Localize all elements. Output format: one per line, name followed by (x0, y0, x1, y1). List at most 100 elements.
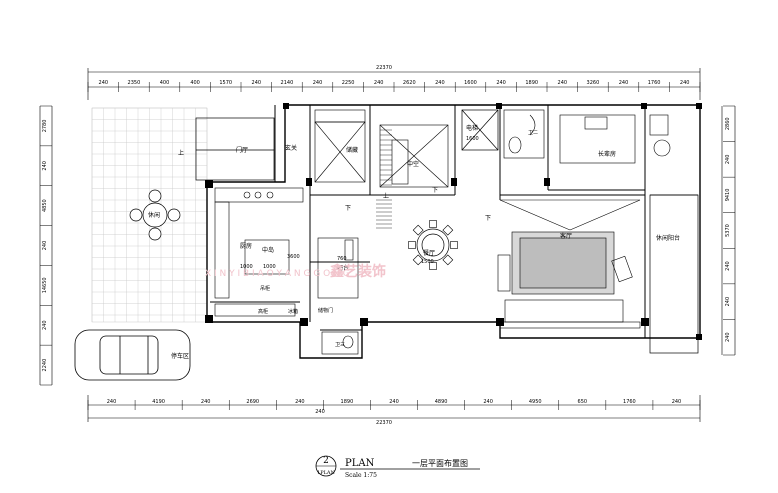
interior-walls (210, 105, 646, 338)
label-garage-door: 储物门 (318, 307, 333, 314)
title-plan: PLAN (345, 458, 375, 469)
title-ref: 1PLAN (317, 470, 335, 476)
top-segment-dim-label: 400 (190, 80, 200, 86)
top-segment-dim-label: 240 (435, 80, 445, 86)
label-kitchen-h: 1000 (263, 264, 276, 270)
parked-car (74, 329, 191, 381)
watermark-latin: X I N Y I B I A O Y A N G G O N G (205, 269, 350, 279)
top-segment-dim-label: 400 (160, 80, 170, 86)
balcony-outline (649, 194, 699, 354)
label-elevator: 电梯 (466, 124, 478, 132)
top-segment-dim-label: 1600 (464, 80, 477, 86)
right-segment-dim-label: 240 (725, 155, 731, 165)
top-segment-dim-label: 240 (558, 80, 568, 86)
top-segment-dim-label: 1760 (648, 80, 661, 86)
bottom-segment-dim-label: 650 (578, 399, 588, 405)
bar-counter (317, 237, 359, 299)
label-parking: 停车区 (171, 352, 189, 360)
right-segment-dim-label: 240 (725, 297, 731, 307)
dining-chair (429, 220, 437, 228)
stair-void (379, 124, 449, 188)
label-kitchen: 厨房 (240, 242, 252, 250)
dining-chair (429, 262, 437, 270)
label-up2: 上 (383, 192, 389, 200)
staircase-treads (376, 129, 392, 229)
right-dimension-chain (721, 106, 736, 355)
bottom-segment-dim-label: 240 (201, 399, 211, 405)
top-segment-dim-label: 240 (252, 80, 262, 86)
left-segment-dim-label: 2240 (42, 359, 48, 372)
top-segment-dim-label: 2250 (342, 80, 355, 86)
top-total-dim: 22370 (376, 65, 392, 71)
dining-chair (442, 254, 454, 266)
label-elevator-size: 1600 (466, 136, 479, 142)
label-cab3: 吊柜 (260, 285, 270, 292)
kitchen-layout (214, 187, 304, 317)
top-segment-dim-label: 3260 (587, 80, 600, 86)
foyer-outline (195, 117, 275, 181)
label-bath2: 卫三 (335, 342, 345, 348)
elevator-shaft (461, 109, 499, 151)
right-segment-dim-label: 2860 (725, 117, 731, 130)
bottom-segment-dim-label: 240 (107, 399, 117, 405)
right-segment-dim-label: 240 (725, 261, 731, 271)
left-segment-dim-label: 240 (42, 320, 48, 330)
dining-table (416, 228, 450, 262)
label-porch: 玄关 (285, 144, 297, 152)
label-cab1: 高柜 (258, 308, 268, 315)
bottom-segment-dim-label: 1760 (623, 399, 636, 405)
left-dimension-chain (39, 106, 53, 385)
bottom-segment-dim-label: 240 (389, 399, 399, 405)
top-segment-dim-label: 240 (619, 80, 629, 86)
label-cab2: 冰箱 (288, 308, 298, 315)
top-segment-dim-label: 240 (496, 80, 506, 86)
right-segment-dim-label: 240 (725, 332, 731, 342)
top-segment-dim-label: 1890 (525, 80, 538, 86)
label-pantry: 吧台 (337, 264, 349, 272)
label-living: 客厅 (560, 232, 572, 240)
top-segment-dim-label: 2140 (281, 80, 294, 86)
top-segment-dim-label: 240 (374, 80, 384, 86)
dining-chair (408, 241, 416, 249)
label-island-h: 3600 (287, 254, 300, 260)
bottom-segment-dim-label: 240 (295, 399, 305, 405)
left-segment-dim-label: 240 (42, 241, 48, 251)
label-balcony: 休闲阳台 (656, 234, 680, 242)
label-dining-size: 1500 (421, 259, 434, 265)
bottom-segment-dim-label: 4950 (529, 399, 542, 405)
title-scale: Scale 1:75 (345, 472, 377, 479)
label-foyer: 门厅 (236, 146, 248, 154)
bottom-segment-dim-label: 4890 (435, 399, 448, 405)
dining-chair (412, 224, 424, 236)
right-segment-dim-label: 9410 (725, 189, 731, 202)
label-kitchen-w: 1000 (240, 264, 253, 270)
bottom-total-dim: 22370 (376, 420, 392, 426)
label-pantry-h: 760 (337, 256, 347, 262)
label-up1: 上 (178, 149, 184, 157)
label-island: 中岛 (262, 246, 274, 254)
top-segment-dim-label: 240 (99, 80, 109, 86)
bottom-segment-dim-label: 240 (483, 399, 493, 405)
terrace-table-set (129, 189, 181, 241)
top-segment-dim-label: 240 (313, 80, 323, 86)
bottom-segment-dim-label: 1890 (341, 399, 354, 405)
dining-chair (450, 241, 458, 249)
label-storage: 储藏 (346, 146, 358, 154)
living-room-furniture (497, 199, 641, 329)
top-segment-dim-label: 240 (680, 80, 690, 86)
dining-chair (442, 224, 454, 236)
right-segment-dim-label: 5370 (725, 224, 731, 237)
top-segment-dim-label: 2350 (128, 80, 141, 86)
bathroom3-fixtures (321, 331, 359, 355)
bottom-segment-dim-label: 4190 (152, 399, 165, 405)
watermark-brand: 鑫艺装饰 (329, 263, 386, 280)
bottom-segment-dim-label: 240 (672, 399, 682, 405)
top-segment-dim-label: 1570 (219, 80, 232, 86)
dining-chair (412, 254, 424, 266)
label-down1: 下 (345, 205, 351, 212)
bottom-segment-dim-label: 2690 (246, 399, 259, 405)
label-down3: 下 (485, 215, 491, 222)
storage-cabinet (314, 109, 366, 183)
